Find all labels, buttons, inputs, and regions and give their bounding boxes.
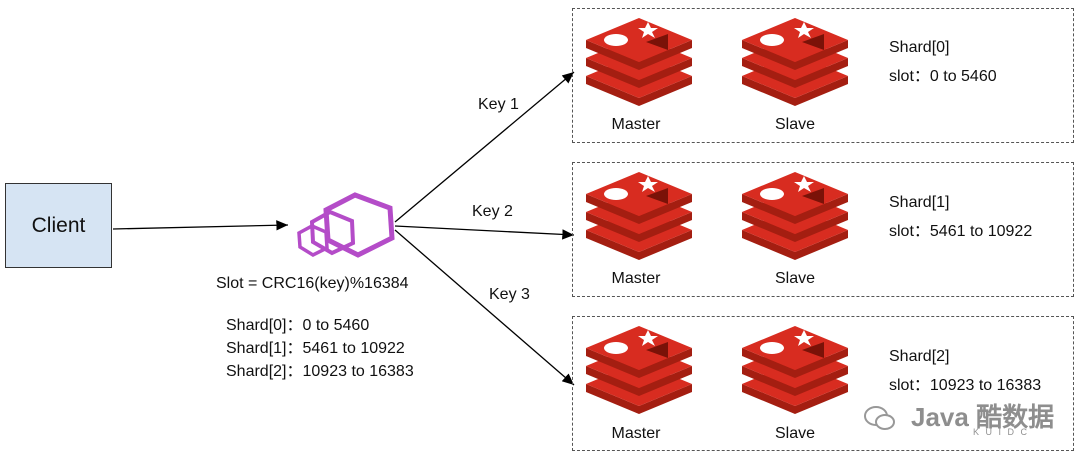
slave-label-0: Slave: [774, 116, 816, 133]
master-label-0: Master: [611, 116, 661, 133]
master-label-2: Master: [611, 425, 661, 442]
slave-redis-icon-2: [742, 326, 848, 414]
slave-label-2: Slave: [774, 425, 816, 442]
key-label-3: Key 3: [489, 286, 530, 303]
client-label: Client: [31, 213, 86, 237]
slave-redis-icon-0: [742, 18, 848, 106]
slave-redis-icon-1: [742, 172, 848, 260]
key-label-2: Key 2: [472, 203, 513, 220]
slave-label-1: Slave: [774, 270, 816, 287]
shard-box-0: [572, 8, 1074, 143]
shard-title-1: Shard[1]: [889, 194, 950, 211]
master-redis-icon-2: [586, 326, 692, 414]
master-redis-icon-1: [586, 172, 692, 260]
shard-slot-1: slot：5461 to 10922: [889, 223, 1033, 240]
key-label-1: Key 1: [478, 96, 519, 113]
shard-title-2: Shard[2]: [889, 348, 950, 365]
key1-arrow: [394, 71, 575, 223]
master-label-1: Master: [611, 270, 661, 287]
shard-slot-0: slot：0 to 5460: [889, 68, 997, 85]
watermark-text: Java 酷数据: [911, 402, 1055, 432]
shard-box-1: [572, 162, 1074, 297]
slot-formula: Slot = CRC16(key)%16384: [216, 275, 409, 292]
key3-arrow: [394, 229, 575, 386]
key2-arrow: [394, 225, 575, 240]
watermark: Java 酷数据 K U I D C: [863, 395, 1063, 443]
client-node: Client: [5, 183, 112, 268]
client-to-proxy-arrow: [112, 220, 289, 231]
mapping-row-0: Shard[0]：0 to 5460: [226, 317, 370, 334]
mapping-row-2: Shard[2]：10923 to 16383: [226, 363, 414, 380]
shard-title-0: Shard[0]: [889, 39, 950, 56]
wechat-icon: [864, 406, 895, 430]
mapping-row-1: Shard[1]：5461 to 10922: [226, 340, 405, 357]
shard-box-2: [572, 316, 1074, 451]
master-redis-icon-0: [586, 18, 692, 106]
watermark-sub: K U I D C: [973, 427, 1030, 437]
shard-slot-2: slot：10923 to 16383: [889, 377, 1042, 394]
proxy-hexagon-icon: [297, 192, 395, 258]
